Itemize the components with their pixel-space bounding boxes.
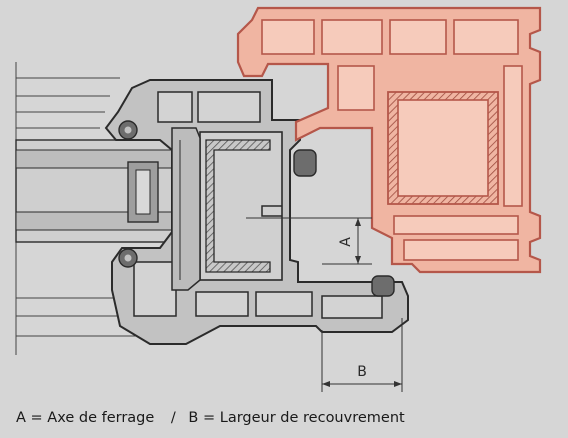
caption-a-term: A = Axe de ferrage	[16, 410, 155, 426]
dimension-b	[321, 318, 403, 392]
dimension-b-label: B	[357, 364, 367, 380]
profile-drawing: A B	[15, 6, 542, 392]
dimension-a	[246, 217, 372, 265]
frame-profile	[236, 6, 542, 274]
caption-b-term: B = Largeur de recouvrement	[188, 410, 405, 426]
caption-separator: /	[170, 410, 176, 426]
dimension-a-label: A	[338, 237, 354, 247]
legend-caption: A = Axe de ferrage / B = Largeur de reco…	[16, 410, 405, 426]
glazing-unit	[15, 139, 187, 243]
sash-profile	[104, 79, 409, 345]
